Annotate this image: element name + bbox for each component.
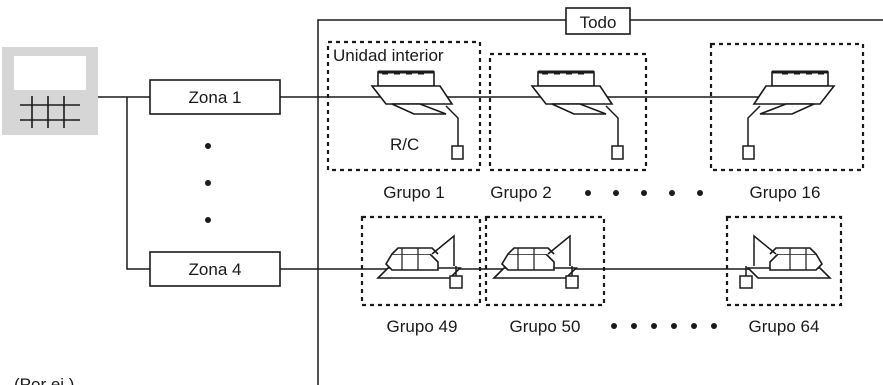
group-label: Grupo 50 <box>510 317 581 336</box>
group-frame <box>326 40 482 172</box>
zone-box: Zona 1 <box>149 79 281 115</box>
all-label-box: Todo <box>565 7 631 35</box>
indoor-unit-icon <box>377 235 463 289</box>
indoor-unit-icon <box>530 70 625 161</box>
group-ellipsis <box>585 190 703 196</box>
group-frame <box>484 215 606 307</box>
indoor-unit-icon <box>741 70 836 161</box>
group-frame <box>360 215 482 307</box>
indoor-unit-label: Unidad interior <box>333 46 444 65</box>
zone-label: Zona 1 <box>189 88 242 107</box>
controller-bus-line <box>98 96 150 270</box>
group-label: Grupo 1 <box>383 183 444 202</box>
zone-label: Zona 4 <box>189 260 242 279</box>
group-label: Grupo 49 <box>387 317 458 336</box>
all-label: Todo <box>580 13 617 32</box>
group-frame <box>709 42 865 172</box>
zone-ellipsis <box>205 143 211 223</box>
group-label: Grupo 2 <box>490 183 551 202</box>
indoor-unit-icon <box>493 235 579 289</box>
footnote: (Por ej.) <box>14 375 74 385</box>
group-ellipsis <box>611 323 717 329</box>
zone-box: Zona 4 <box>149 251 281 287</box>
group-label: Grupo 64 <box>749 317 820 336</box>
group-frame <box>725 215 843 307</box>
rc-label: R/C <box>390 135 419 154</box>
group-label: Grupo 16 <box>750 183 821 202</box>
indoor-unit-icon <box>739 235 831 289</box>
all-frame <box>317 19 883 385</box>
central-controller-icon <box>2 47 98 135</box>
